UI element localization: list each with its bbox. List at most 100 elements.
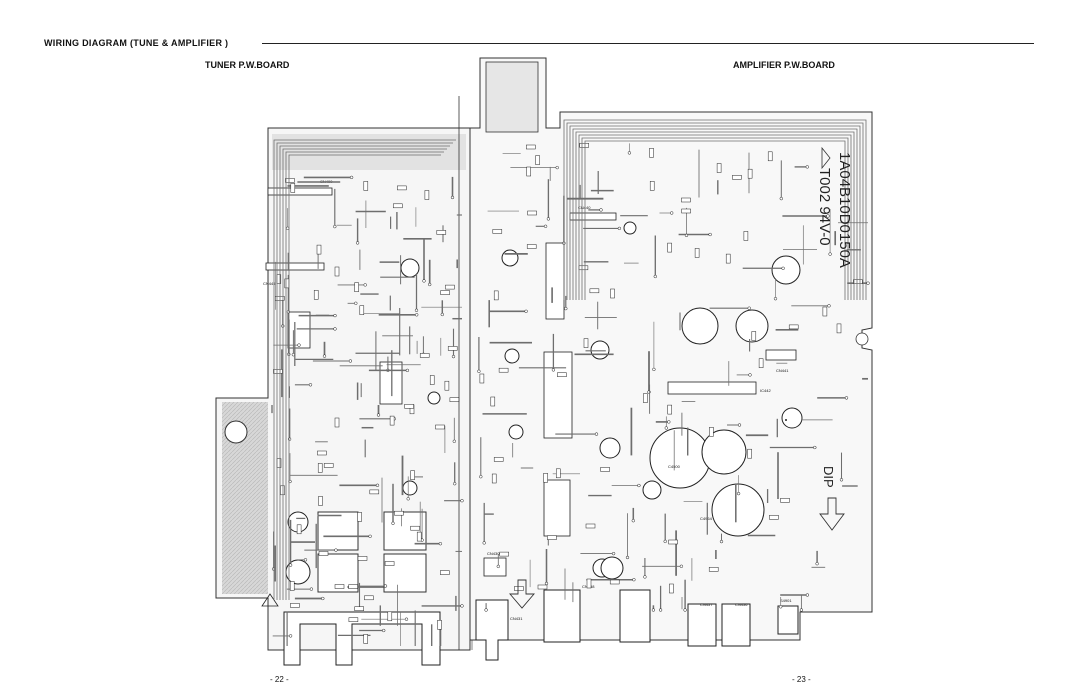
cn445-connector (265, 262, 325, 271)
smd-component (667, 404, 672, 415)
pcb-pad (308, 383, 313, 387)
pcb-pad (736, 491, 741, 496)
pcb-pad (406, 497, 410, 501)
pcb-pad (414, 308, 419, 312)
pcb-pad (288, 634, 293, 638)
smd-component (354, 282, 359, 292)
smd-component (289, 581, 295, 591)
smd-component (404, 404, 414, 409)
cn458-jack (543, 589, 581, 643)
smd-component (649, 148, 654, 158)
smd-component (543, 473, 548, 483)
pcb-pad (438, 542, 443, 546)
pcb-pad (321, 596, 325, 601)
smd-component (285, 178, 295, 183)
bus-trace (563, 119, 867, 300)
pcb-pad (404, 617, 409, 621)
amp-ic-main (543, 351, 573, 439)
smd-component (493, 290, 499, 301)
board-grade: T002 94V-0 (816, 168, 833, 246)
pcb-pad (543, 224, 548, 228)
pcb-pad (651, 608, 656, 612)
smd-component (334, 584, 345, 589)
pcb-pad (452, 439, 456, 443)
smd-component (290, 603, 300, 608)
amp-cap-large-1 (649, 427, 711, 489)
pcb-pad (779, 196, 783, 201)
smd-component (557, 372, 567, 377)
smd-component (836, 323, 842, 334)
smd-component (384, 561, 395, 566)
tuner-module-d (383, 553, 427, 593)
smd-component (436, 230, 447, 235)
bus-trace (273, 139, 456, 600)
amp-notch (855, 332, 869, 346)
smd-component (725, 253, 731, 264)
smd-component (491, 473, 497, 484)
pcb-pad (625, 555, 630, 560)
bus-trace (569, 125, 861, 300)
cn445-label: CN445 (263, 281, 276, 286)
smd-component (280, 485, 285, 496)
amp-cap-small-5 (501, 249, 519, 267)
pcb-pad (627, 151, 632, 155)
diagram-title: WIRING DIAGRAM (TUNE & AMPLIFIER ) (44, 38, 229, 48)
pcb-pad (546, 217, 551, 221)
smd-component (853, 279, 863, 284)
tuner-board-title: TUNER P.W.BOARD (205, 60, 290, 70)
pcb-pad (551, 368, 556, 372)
smd-component (526, 166, 531, 177)
smd-component (709, 427, 714, 437)
pcb-pad (611, 551, 616, 556)
pcb-pad (737, 423, 742, 427)
pcb-pad (844, 396, 849, 400)
amp-cap-small-8 (781, 407, 803, 429)
pcb-traces (271, 119, 870, 646)
cn430-connector (483, 557, 507, 577)
amp-ribbon-tab (485, 61, 539, 133)
smd-component (535, 155, 540, 165)
smd-component (694, 248, 700, 258)
smd-component (822, 306, 828, 317)
cn431-jack (475, 599, 509, 661)
pcb-pad (719, 539, 724, 544)
pcb-pad (708, 232, 712, 237)
smd-component (758, 358, 764, 368)
amp-cap-small-1 (599, 437, 621, 459)
cn456-label: CN456 (735, 602, 748, 607)
cn457-jack (687, 603, 717, 647)
smd-component (357, 556, 368, 561)
ic442-label: IC442 (760, 388, 771, 393)
pcb-pad (349, 175, 354, 180)
amp-cap-small-9 (623, 221, 637, 235)
tuner-copper-left (222, 402, 268, 594)
pcb-pad (779, 605, 783, 609)
amp-cap-mid-3 (771, 255, 801, 285)
pcb-pad (355, 241, 360, 245)
amplifier-board-title: AMPLIFIER P.W.BOARD (733, 60, 835, 70)
smd-component (290, 183, 296, 193)
amp-cap-small-7 (508, 424, 524, 440)
pcb-pad (631, 519, 635, 523)
smd-component (492, 229, 503, 234)
smd-component (556, 468, 561, 479)
tuner-jack (283, 611, 441, 666)
smd-component (316, 244, 322, 255)
bus-trace (285, 151, 444, 600)
ic442-block (667, 381, 757, 395)
tuner-cap-2 (285, 559, 311, 585)
smd-component (527, 210, 537, 216)
smd-component (323, 463, 334, 468)
pcb-pad (405, 368, 410, 373)
smd-component (419, 353, 430, 358)
smd-component (397, 185, 407, 191)
pcb-pad (664, 426, 668, 430)
smd-component (364, 595, 374, 601)
pcb-pad (309, 587, 314, 591)
smd-component (437, 620, 442, 630)
smd-component (681, 197, 691, 203)
smd-component (769, 515, 779, 520)
smd-component (490, 396, 496, 407)
pcb-pad (482, 541, 486, 545)
